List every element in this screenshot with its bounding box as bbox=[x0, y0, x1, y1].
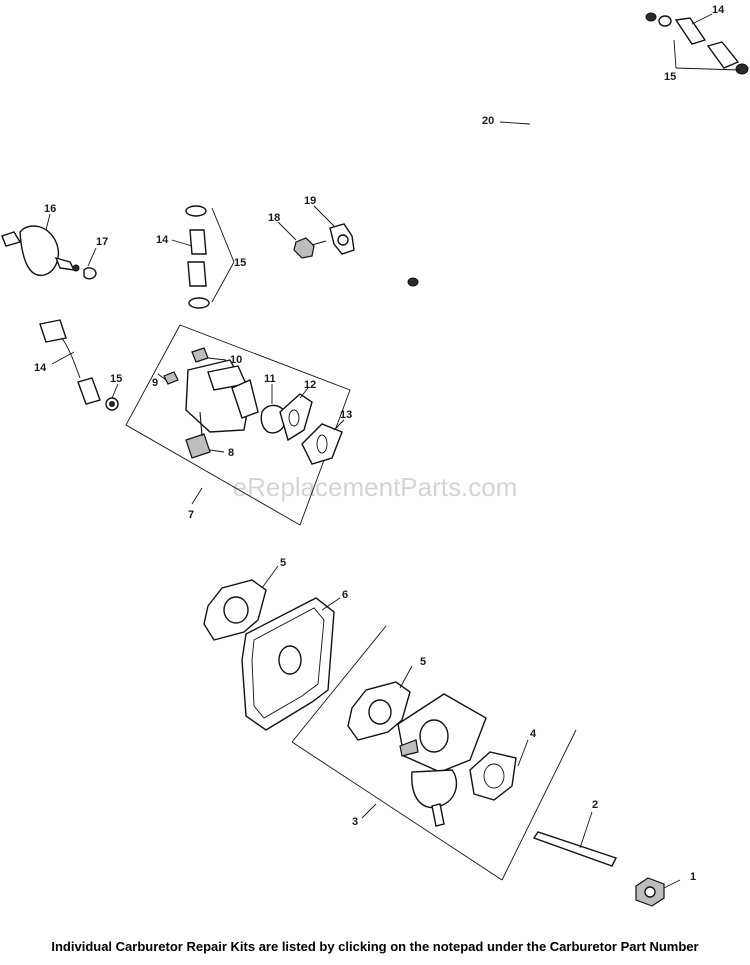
carburetor-assembly-bracket bbox=[291, 625, 577, 881]
hose-left-part[interactable] bbox=[39, 319, 119, 411]
watermark: eReplacementParts.com bbox=[233, 472, 518, 502]
stud-2-part[interactable] bbox=[532, 831, 617, 867]
label-part-17[interactable]: 17 bbox=[96, 236, 108, 248]
label-part-12[interactable]: 12 bbox=[304, 379, 316, 391]
gasket-5-lower-part[interactable] bbox=[347, 681, 411, 741]
label-part-9[interactable]: 9 bbox=[152, 377, 158, 389]
fuel-pump-part[interactable] bbox=[163, 347, 259, 459]
hose-middle-part[interactable] bbox=[185, 205, 210, 309]
label-part-4[interactable]: 4 bbox=[530, 728, 537, 740]
label-part-15-middle[interactable]: 15 bbox=[234, 257, 246, 269]
label-part-11[interactable]: 11 bbox=[264, 373, 276, 385]
label-part-18[interactable]: 18 bbox=[268, 212, 280, 224]
fuel-line-part[interactable] bbox=[315, 11, 657, 287]
part-labels: 1 2 3 4 5 5 6 7 8 9 10 11 12 13 14 14 14… bbox=[34, 4, 725, 883]
fuel-pump-assembly-bracket bbox=[125, 324, 351, 526]
hose-top-right-part[interactable] bbox=[658, 15, 749, 75]
bolt-and-clip-part[interactable] bbox=[293, 223, 355, 259]
label-part-5-lower[interactable]: 5 bbox=[420, 656, 426, 668]
label-part-14-left[interactable]: 14 bbox=[34, 362, 47, 374]
callout-lines bbox=[45, 13, 741, 889]
label-part-5-upper[interactable]: 5 bbox=[280, 557, 286, 569]
label-part-14-middle[interactable]: 14 bbox=[156, 234, 169, 246]
label-part-2[interactable]: 2 bbox=[592, 799, 598, 811]
carburetor-part[interactable] bbox=[397, 693, 487, 827]
label-part-7[interactable]: 7 bbox=[188, 509, 194, 521]
label-part-20[interactable]: 20 bbox=[482, 115, 494, 127]
label-part-15-left[interactable]: 15 bbox=[110, 373, 122, 385]
label-part-1[interactable]: 1 bbox=[690, 871, 696, 883]
label-part-16[interactable]: 16 bbox=[44, 203, 56, 215]
label-part-19[interactable]: 19 bbox=[304, 195, 316, 207]
label-part-13[interactable]: 13 bbox=[340, 409, 352, 421]
heat-shield-6-part[interactable] bbox=[241, 597, 335, 731]
gasket-5-upper-part[interactable] bbox=[203, 579, 267, 641]
fuel-filter-part[interactable] bbox=[1, 225, 97, 280]
label-part-10[interactable]: 10 bbox=[230, 354, 242, 366]
carburetor-kit-note: Individual Carburetor Repair Kits are li… bbox=[51, 939, 699, 954]
nut-1-part[interactable] bbox=[635, 877, 665, 907]
label-part-8[interactable]: 8 bbox=[228, 447, 234, 459]
label-part-15-top[interactable]: 15 bbox=[664, 71, 676, 83]
gaskets-part[interactable] bbox=[260, 393, 343, 465]
label-part-6[interactable]: 6 bbox=[342, 589, 348, 601]
label-part-3[interactable]: 3 bbox=[352, 816, 358, 828]
gasket-4-part[interactable] bbox=[469, 751, 517, 801]
label-part-14-top[interactable]: 14 bbox=[712, 4, 725, 16]
